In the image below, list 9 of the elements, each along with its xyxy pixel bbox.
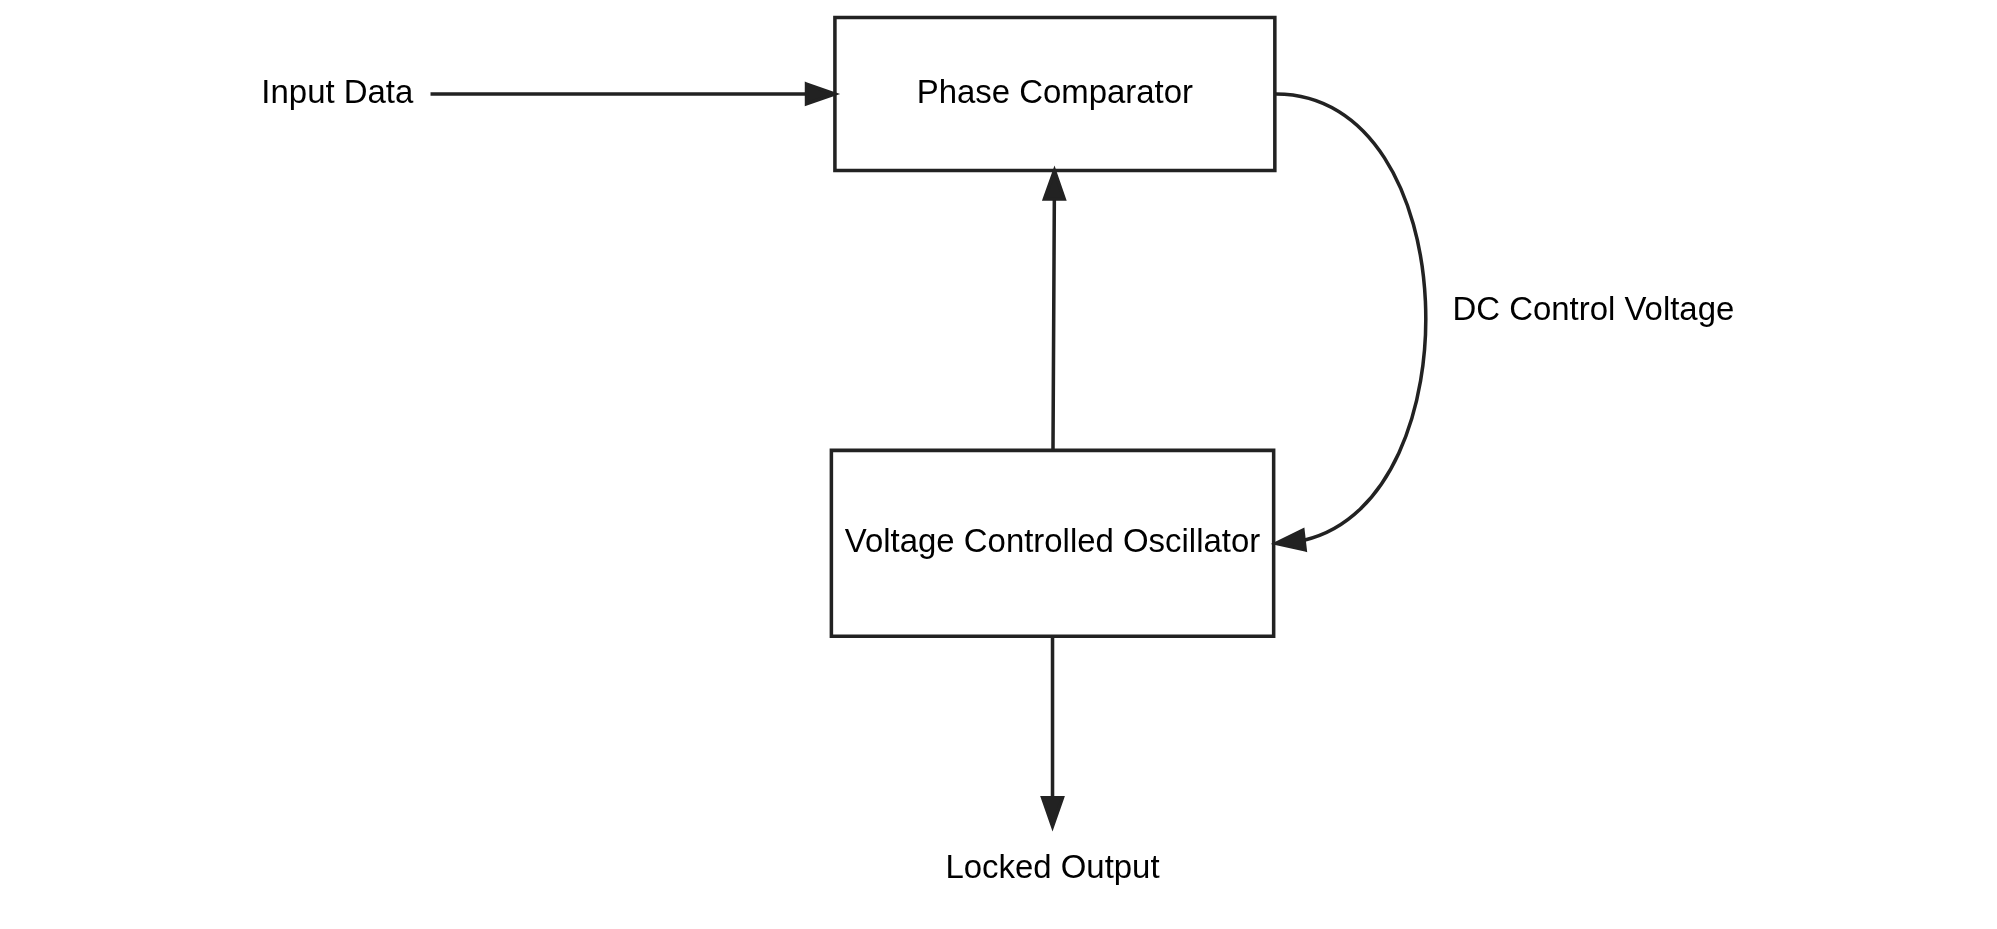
edge-label: DC Control Voltage	[1451, 290, 1734, 328]
arrow	[1041, 165, 1067, 451]
node-box: Phase Comparator	[832, 15, 1277, 173]
node-box: Voltage Controlled Oscillator	[829, 448, 1275, 638]
arrow	[430, 81, 840, 107]
node-text: Input Data	[260, 72, 413, 110]
arrow	[1270, 92, 1427, 553]
node-text: Locked Output	[944, 847, 1160, 885]
arrow	[1039, 636, 1065, 832]
